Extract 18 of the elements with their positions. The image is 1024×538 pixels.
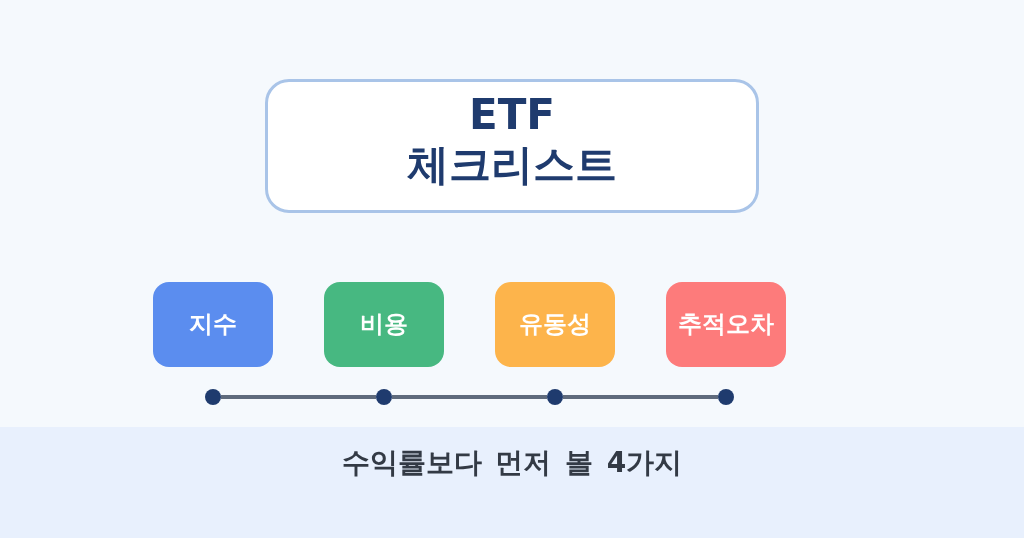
category-card (666, 282, 786, 367)
category-card (324, 282, 444, 367)
title-text: ETF 체크리스트 (406, 89, 618, 191)
timeline-dot (376, 389, 392, 405)
timeline-line (392, 395, 547, 399)
category-card (153, 282, 273, 367)
timeline-dot (205, 389, 221, 405)
timeline-line (563, 395, 718, 399)
category-label: 지수 (189, 310, 237, 339)
category-label: 유동성 (519, 310, 591, 339)
category-card (495, 282, 615, 367)
timeline-dot (718, 389, 734, 405)
timeline-dot (547, 389, 563, 405)
category-label: 비용 (360, 310, 408, 339)
title-box (265, 79, 759, 213)
subtitle-text: 수익률보다 먼저 볼 4가지 (341, 445, 683, 481)
category-label: 추적오차 (678, 310, 774, 339)
timeline-line (221, 395, 376, 399)
